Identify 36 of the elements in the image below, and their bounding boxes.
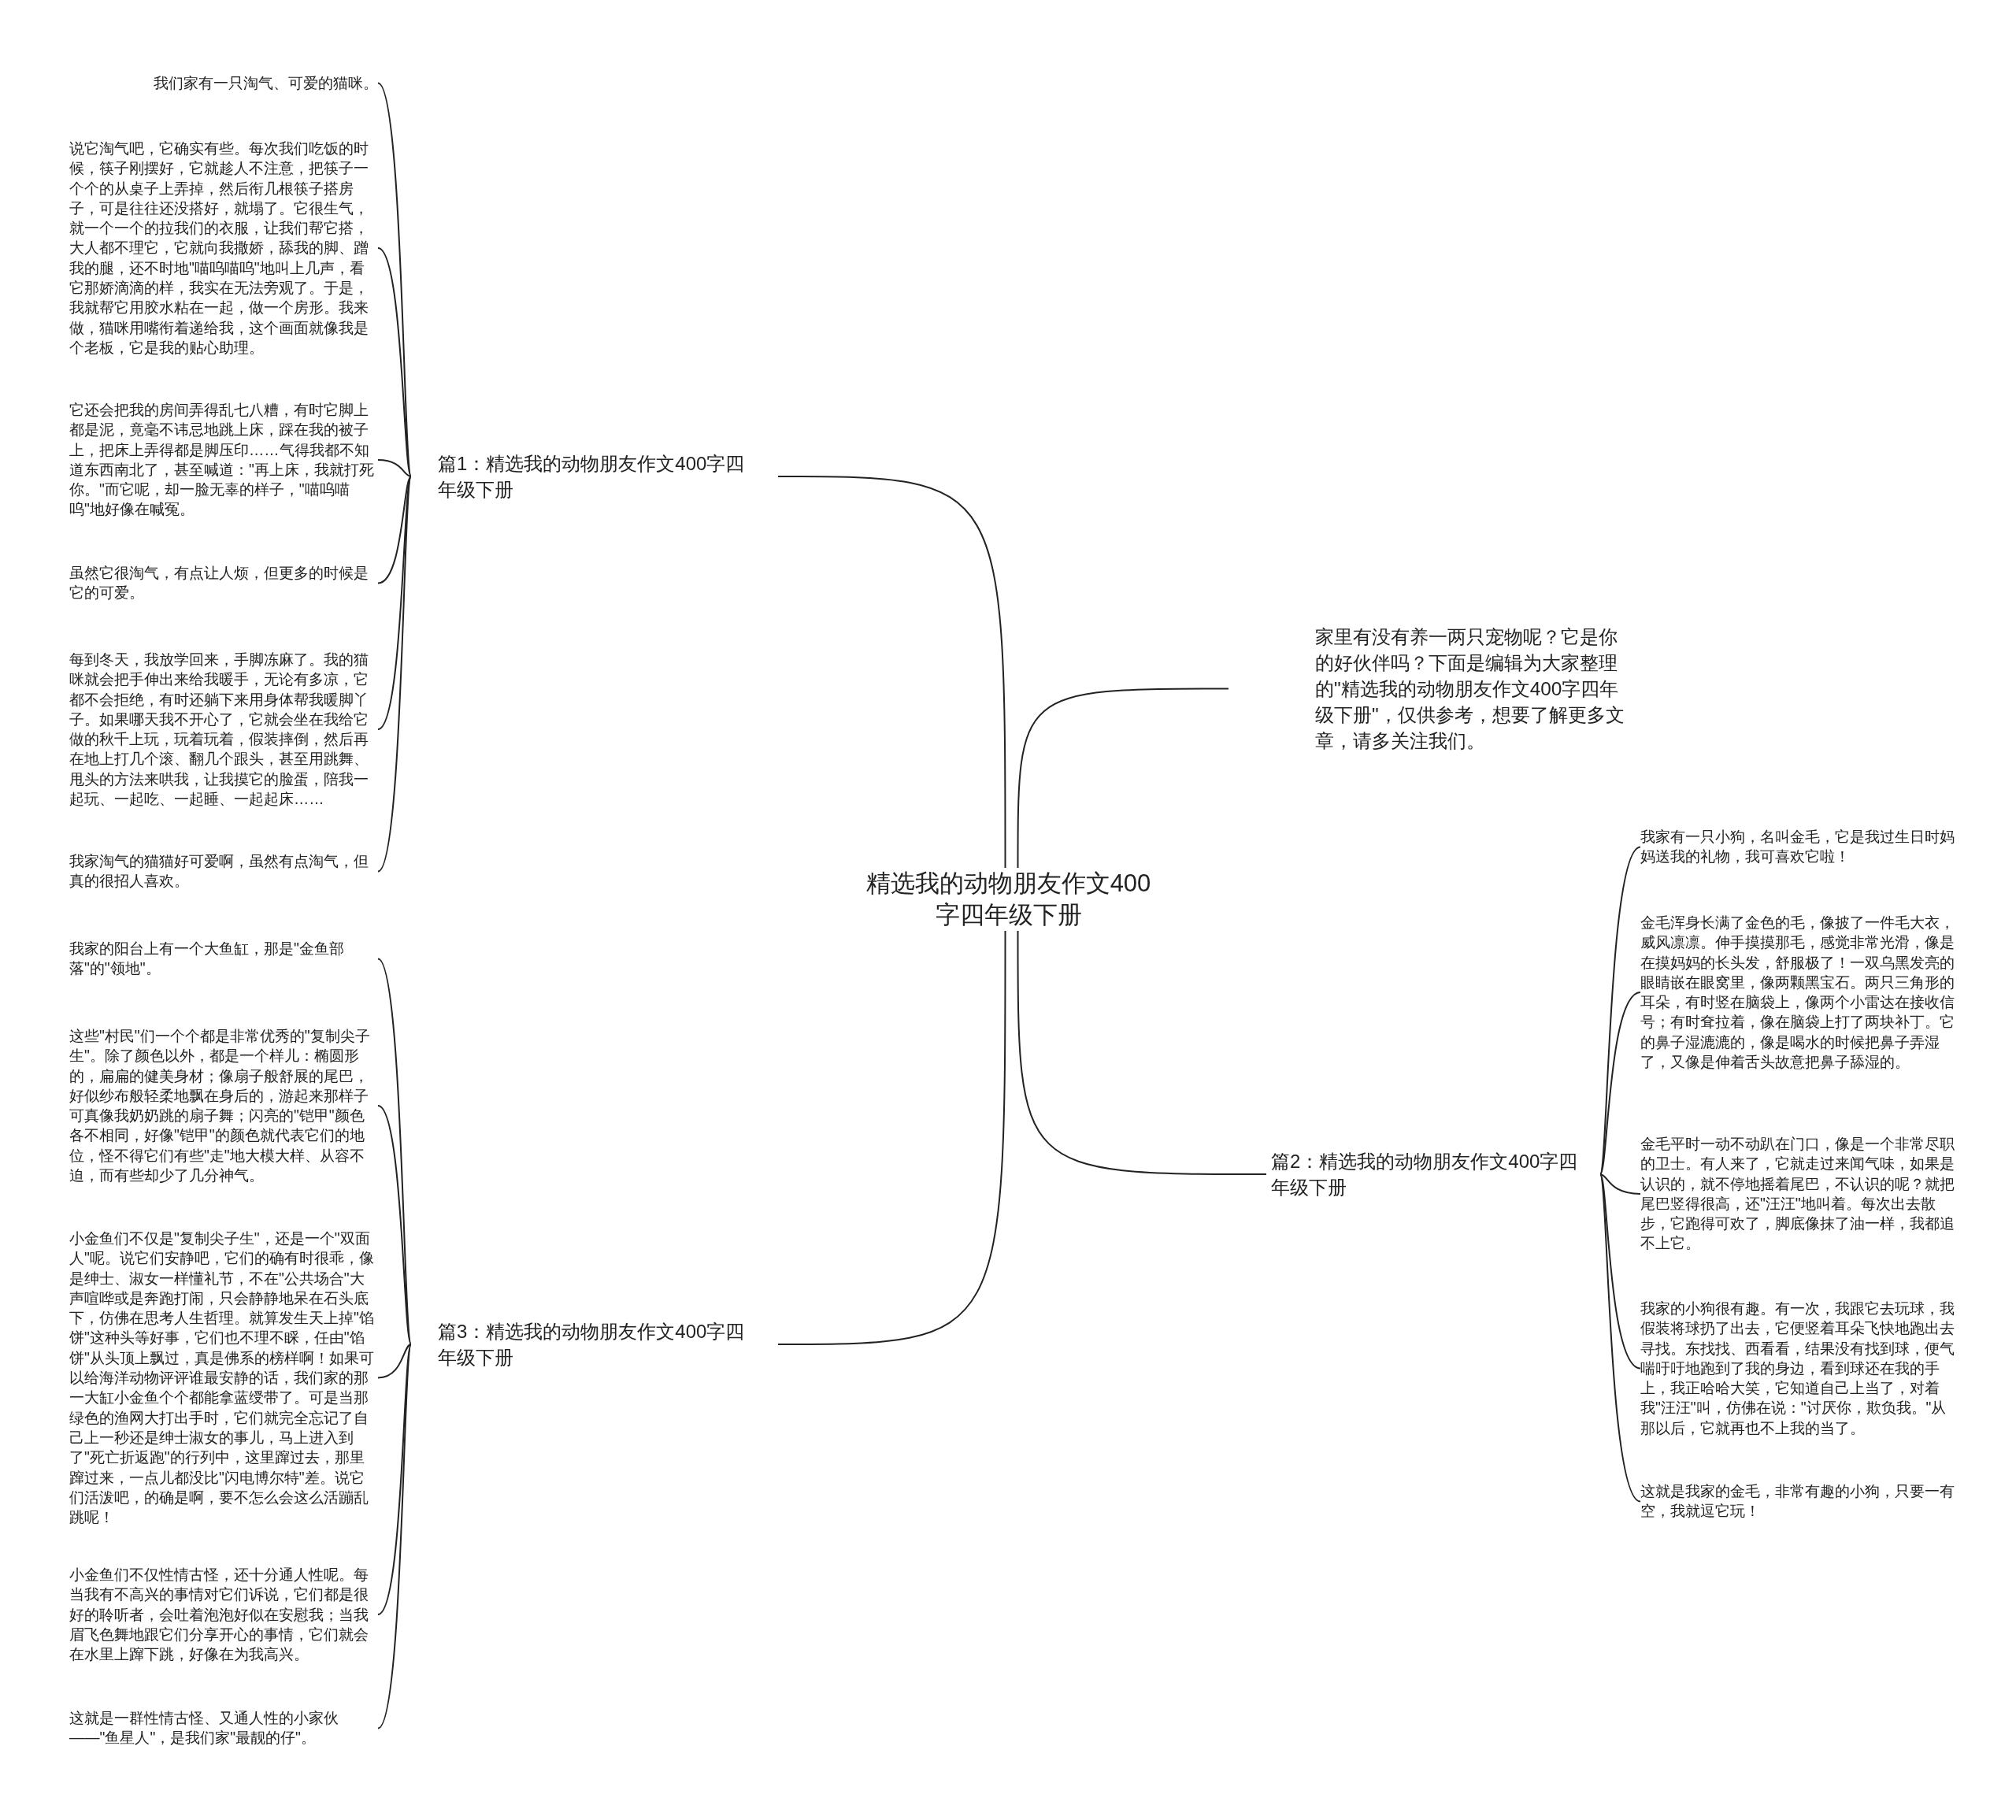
connector-line [377,247,412,477]
connector-line [377,1344,412,1379]
paragraph-text: 我家有一只小狗，名叫金毛，它是我过生日时妈妈送我的礼物，我可喜欢它啦！ [1640,827,1955,867]
paragraph-text: 我家淘气的猫猫好可爱啊，虽然有点淘气，但真的很招人喜欢。 [69,851,378,891]
branch-topic: 篇2：精选我的动物朋友作文400字四年级下册 [1266,1148,1600,1200]
connector-line [1017,930,1267,1175]
paragraph-text: 小金鱼们不仅是"复制尖子生"，还是一个"双面人"呢。说它们安静吧，它们的确有时很乖，像是绅士、淑女一样懂礼节，不在"公共场合"大声喧哗或是奔跑打闹，只会静静地呆在石头底下，仿佛在思考人生哲理。就算发生天上掉"馅饼"这种头等好事，它们也不理不睬，任由"馅饼"从头顶上飘过，真是佛系的榜样啊！如果可以给海洋动物评评谁最安静的话，我们家的那一大缸小金鱼个个都能拿蓝绶带了。可是当那绿色的渔网大打出手时，它们就完全忘记了自己上一秒还是绅士淑女的事儿，马上进入到了"死亡折返跑"的行列中，这里蹿过去，那里蹿过来，一点儿都没比"闪电博尔特"差。说它们活泼吧，的确是啊，要不怎么会这么活蹦乱跳呢！ [69,1229,378,1528]
connector-line [1017,688,1229,869]
connector-line [377,1105,412,1345]
branch-topic: 篇1：精选我的动物朋友作文400字四年级下册 [411,450,778,502]
paragraph-text: 虽然它很淘气，有点让人烦，但更多的时候是它的可爱。 [69,563,378,603]
paragraph-text: 这就是我家的金毛，非常有趣的小狗，只要一有空，我就逗它玩！ [1640,1481,1955,1522]
intro-text: 家里有没有养一两只宠物呢？它是你的好伙伴吗？下面是编辑为大家整理的"精选我的动物朋友作文400字四年级下册"，仅供参考，想要了解更多文章，请多关注我们。 [1228,624,1638,754]
paragraph-text: 这就是一群性情古怪、又通人性的小家伙——"鱼星人"，是我们家"最靓的仔"。 [69,1708,378,1748]
paragraph-text: 我家的阳台上有一个大鱼缸，那是"金鱼部落"的"领地"。 [69,939,378,979]
connector-line [377,476,412,584]
connector-line [777,476,1006,869]
central-topic: 精选我的动物朋友作文400字四年级下册 [859,868,1158,931]
connector-line [377,459,412,477]
paragraph-text: 我们家有一只淘气、可爱的猫咪。 [154,73,378,94]
paragraph-text: 金毛平时一动不动趴在门口，像是一个非常尽职的卫士。有人来了，它就走过来闻气味，如果是认识的，就不停地摇着尾巴，不认识的呢？就把尾巴竖得很高，还"汪汪"地叫着。每次出去散步，它跑得可欢了，脚底像抹了油一样，我都追不上它。 [1640,1134,1955,1254]
paragraph-text: 我家的小狗很有趣。有一次，我跟它去玩球，我假装将球扔了出去，它便竖着耳朵飞快地跑出去寻找。东找找、西看看，结果没有找到球，便气喘吁吁地跑到了我的身边，看到球还在我的手上，我正哈哈大笑，它知道自己上当了，对着我"汪汪"叫，仿佛在说："讨厌你，欺负我。"从那以后，它就再也不上我的当了。 [1640,1299,1955,1439]
paragraph-text: 金毛浑身长满了金色的毛，像披了一件毛大衣，威风凛凛。伸手摸摸那毛，感觉非常光滑，像是在摸妈妈的长头发，舒服极了！一双乌黑发亮的眼睛嵌在眼窝里，像两颗黑宝石。两只三角形的耳朵，有时竖在脑袋上，像两个小雷达在接收信号；有时耷拉着，像在脑袋上打了两块补丁。它的鼻子湿漉漉的，像是喝水的时候把鼻子弄湿了，又像是伸着舌头故意把鼻子舔湿的。 [1640,913,1955,1073]
connector-line [377,476,412,873]
paragraph-text: 这些"村民"们一个个都是非常优秀的"复制尖子生"。除了颜色以外，都是一个样儿：椭圆形的，扁扁的健美身材；像扇子般舒展的尾巴，好似纱布般轻柔地飘在身后的，游起来那样子可真像我奶奶跳的扇子舞；闪亮的"铠甲"颜色各不相同，好像"铠甲"的颜色就代表它们的地位，怪不得它们有些"走"地大模大样、从容不迫，而有些却少了几分神气。 [69,1026,378,1186]
branch-topic: 篇3：精选我的动物朋友作文400字四年级下册 [411,1318,778,1370]
paragraph-text: 每到冬天，我放学回来，手脚冻麻了。我的猫咪就会把手伸出来给我暖手，无论有多凉，它都不会拒绝，有时还躺下来用身体帮我暖脚丫子。如果哪天我不开心了，它就会坐在我给它做的秋千上玩，玩着玩着，假装摔倒，然后再在地上打几个滚、翻几个跟头，甚至用跳舞、甩头的方法来哄我，让我摸它的脸蛋，陪我一起玩、一起吃、一起睡、一起起床…… [69,650,378,810]
connector-line [1599,1173,1641,1195]
connector-line [1599,992,1641,1175]
paragraph-text: 它还会把我的房间弄得乱七八糟，有时它脚上都是泥，竟毫不讳忌地跳上床，踩在我的被子上，把床上弄得都是脚压印……气得我都不知道东西南北了，甚至喊道："再上床，我就打死你。"而它呢，却一脸无辜的样子，"喵呜喵呜"地好像在喊冤。 [69,400,378,520]
connector-line [377,1344,412,1729]
connector-line [1599,1173,1641,1370]
paragraph-text: 小金鱼们不仅性情古怪，还十分通人性呢。每当我有不高兴的事情对它们诉说，它们都是很好的聆听者，会吐着泡泡好似在安慰我；当我眉飞色舞地跟它们分享开心的事情，它们就会在水里上蹿下跳，好像在为我高兴。 [69,1565,378,1665]
connector-line [777,930,1006,1345]
connector-line [1599,1173,1641,1503]
paragraph-text: 说它淘气吧，它确实有些。每次我们吃饭的时候，筷子刚摆好，它就趁人不注意，把筷子一个个的从桌子上弄掉，然后衔几根筷子搭房子，可是往往还没搭好，就塌了。它很生气，就一个一个的拉我们的衣服，让我们帮它搭，大人都不理它，它就向我撒娇，舔我的脚、蹭我的腿，还不时地"喵呜喵呜"地叫上几声，看它那娇滴滴的样，我实在无法旁观了。于是，我就帮它用胶水粘在一起，做一个房形。我来做，猫咪用嘴衔着递给我，这个画面就像我是个老板，它是我的贴心助理。 [69,139,378,358]
